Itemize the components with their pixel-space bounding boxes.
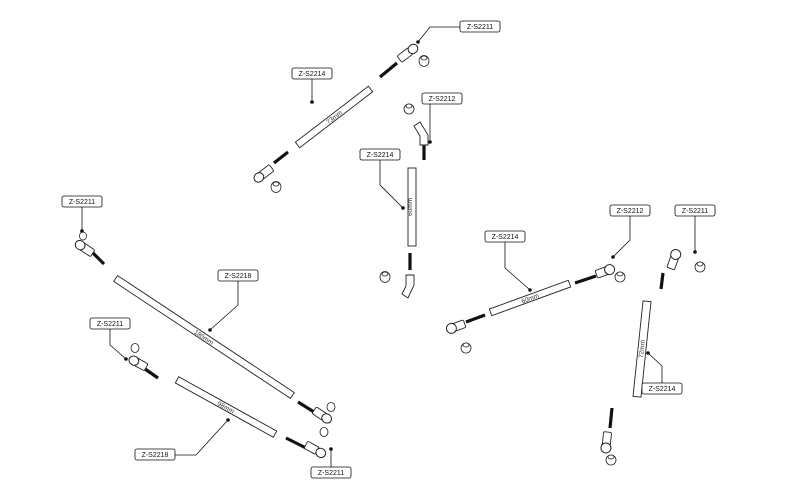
angled-end-bottom: [401, 274, 415, 299]
rod-end-right: [312, 406, 333, 424]
part-label: Z-S2214: [492, 234, 519, 241]
nut-bottom: [379, 271, 391, 283]
rod-180mm: [113, 274, 295, 400]
rod-end-top: [666, 248, 682, 270]
part-label: Z-S2211: [318, 470, 344, 477]
nut-left: [79, 231, 87, 241]
rod-end-top: [397, 43, 419, 63]
rod-end-left: [74, 239, 95, 257]
rod-60mm: [407, 167, 417, 247]
part-label: Z-S2211: [467, 24, 493, 31]
length-label-60mm: 60mm: [407, 198, 414, 216]
part-label: Z-S2214: [299, 71, 326, 78]
nut-top: [694, 261, 706, 273]
rod-98mm: [174, 376, 278, 438]
nut-right: [614, 271, 626, 283]
rod-assembly-60mm-horizontal: 60mm Z-S2214 Z-S2212: [445, 204, 651, 354]
rod-60mm: [488, 279, 572, 317]
nut-bottom: [270, 181, 282, 193]
rod-end-bottom: [253, 164, 274, 183]
rod-72mm: [632, 300, 652, 398]
threaded-end-bottom: [273, 150, 289, 165]
rod-end-right: [304, 441, 327, 458]
nut-right: [319, 427, 329, 437]
threaded-end-bottom: [608, 407, 614, 429]
threaded-end-right: [297, 400, 315, 414]
rod-end-left: [128, 355, 148, 371]
part-label: Z-S2214: [367, 152, 394, 159]
part-label: Z-S2212: [429, 96, 456, 103]
part-label: Z-S2218: [142, 452, 169, 459]
nut-top: [418, 55, 430, 67]
nut-bottom: [605, 454, 617, 466]
rod-end-bottom: [600, 431, 612, 454]
threaded-end-left: [144, 367, 159, 380]
nut-left: [460, 342, 472, 354]
nut-left: [130, 343, 140, 353]
part-label: Z-S2211: [69, 199, 95, 206]
rod-assembly-98mm: 98mm: [128, 343, 329, 458]
nut-right: [326, 402, 336, 412]
threaded-end-left: [90, 250, 106, 266]
part-label: Z-S2211: [97, 321, 123, 328]
length-label-72mm: 72mm: [638, 340, 647, 359]
threaded-end-top: [659, 272, 665, 290]
threaded-end-left: [465, 313, 486, 324]
part-label: Z-S2211: [682, 208, 708, 215]
rod-73mm: [294, 85, 374, 149]
rod-assembly-72mm: 72mm Z-S2211 Z-S2214: [600, 204, 716, 466]
threaded-end-right: [285, 436, 307, 450]
nut-top: [403, 103, 415, 115]
threaded-end-top: [378, 61, 399, 79]
callouts-left: Z-S2211 Z-S2218 Z-S2211 Z-S2218 Z-S2211: [61, 195, 352, 479]
rod-end-left: [445, 319, 466, 334]
length-label-180mm: 180mm: [192, 329, 214, 347]
rod-end-right: [595, 264, 616, 279]
rod-assembly-60mm-vertical: 60mm Z-S2212 Z-S2214: [359, 92, 463, 299]
length-label-60mm: 60mm: [521, 293, 540, 306]
angled-end-top: [413, 121, 429, 146]
rod-assembly-73mm: 73mm Z-S2211 Z-S2214: [253, 20, 501, 193]
part-label: Z-S2214: [649, 386, 676, 393]
part-label: Z-S2212: [617, 208, 644, 215]
part-label: Z-S2218: [225, 273, 252, 280]
threaded-end-right: [574, 274, 597, 285]
